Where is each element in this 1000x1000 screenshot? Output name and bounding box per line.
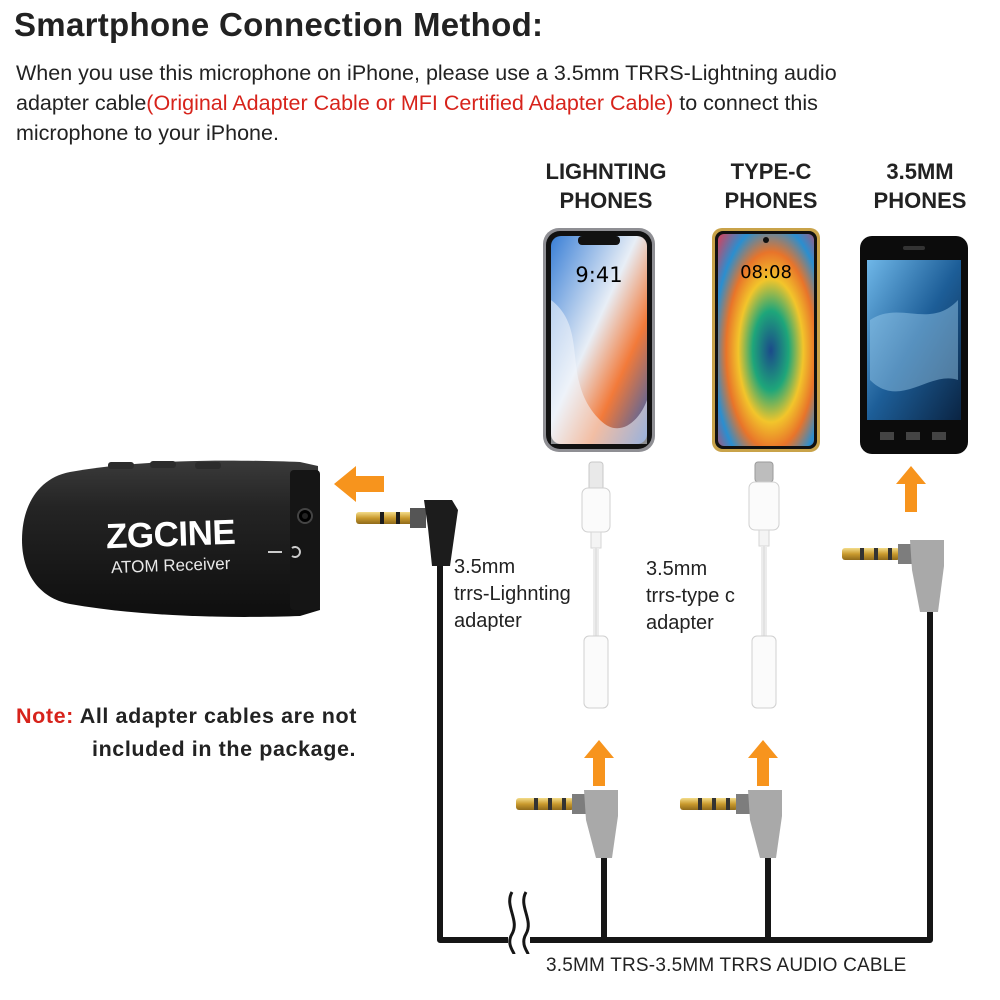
typec-adapter-label: 3.5mm trrs-type c adapter [646, 556, 735, 637]
arrow-up-icon [896, 466, 926, 512]
note-line1: All adapter cables are not [73, 704, 357, 728]
receiver-brand: ZGCINE [105, 512, 236, 557]
heading-typec-line2: PHONES [724, 188, 818, 213]
arrow-left-icon [334, 466, 384, 502]
heading-typec-phones: TYPE-C PHONES [696, 157, 846, 215]
heading-lightning-phones: LIGHNTING PHONES [531, 157, 681, 215]
heading-35mm-line1: 3.5MM [886, 159, 954, 184]
heading-35mm-phones: 3.5MM PHONES [845, 157, 995, 215]
heading-lightning-line2: PHONES [559, 188, 653, 213]
intro-line-2-prefix: adapter cable [16, 91, 147, 115]
typec-adapter-line2: trrs-type c [646, 585, 735, 607]
page-title: Smartphone Connection Method: [14, 6, 544, 43]
note-label: Note: [16, 704, 74, 728]
lightning-adapter-image [581, 461, 611, 709]
typec-adapter-image [748, 461, 780, 709]
iphone-image: 9:41 [543, 228, 655, 452]
arrow-up-icon [748, 740, 778, 786]
audio-cable [437, 566, 933, 955]
typec-adapter-line3: adapter [646, 612, 714, 634]
heading-lightning-line1: LIGHNTING [545, 159, 667, 184]
lightning-adapter-line2: trrs-Lighnting [454, 583, 571, 605]
trrs-plug-image [680, 790, 782, 858]
receiver-model: ATOM Receiver [110, 553, 231, 578]
heading-35mm-line2: PHONES [873, 188, 967, 213]
trrs-plug-image [516, 790, 618, 858]
lightning-adapter-label: 3.5mm trrs-Lighnting adapter [454, 554, 571, 635]
android-phone-image [860, 236, 968, 454]
intro-line-3: microphone to your iPhone. [16, 121, 279, 145]
arrow-up-icon [584, 740, 614, 786]
note-text: Note: All adapter cables are not include… [16, 700, 436, 766]
note-line2: included in the package. [92, 737, 357, 761]
huawei-phone-image: 08:08 [712, 228, 820, 452]
intro-line-2-suffix: to connect this [673, 91, 818, 115]
lightning-adapter-line3: adapter [454, 610, 522, 632]
intro-red-note: (Original Adapter Cable or MFI Certified… [146, 91, 674, 115]
intro-text: When you use this microphone on iPhone, … [16, 58, 976, 148]
intro-line-1: When you use this microphone on iPhone, … [16, 61, 837, 85]
atom-receiver-image [22, 460, 320, 617]
lightning-adapter-line1: 3.5mm [454, 556, 516, 578]
heading-typec-line1: TYPE-C [730, 159, 812, 184]
cable-caption: 3.5MM TRS-3.5MM TRRS AUDIO CABLE [546, 955, 907, 976]
iphone-clock: 9:41 [575, 263, 622, 287]
trrs-plug-image [842, 540, 944, 612]
intro-line-2: adapter cable(Original Adapter Cable or … [16, 88, 976, 118]
trs-plug-image [356, 500, 458, 566]
huawei-clock: 08:08 [740, 262, 792, 283]
typec-adapter-line1: 3.5mm [646, 558, 708, 580]
